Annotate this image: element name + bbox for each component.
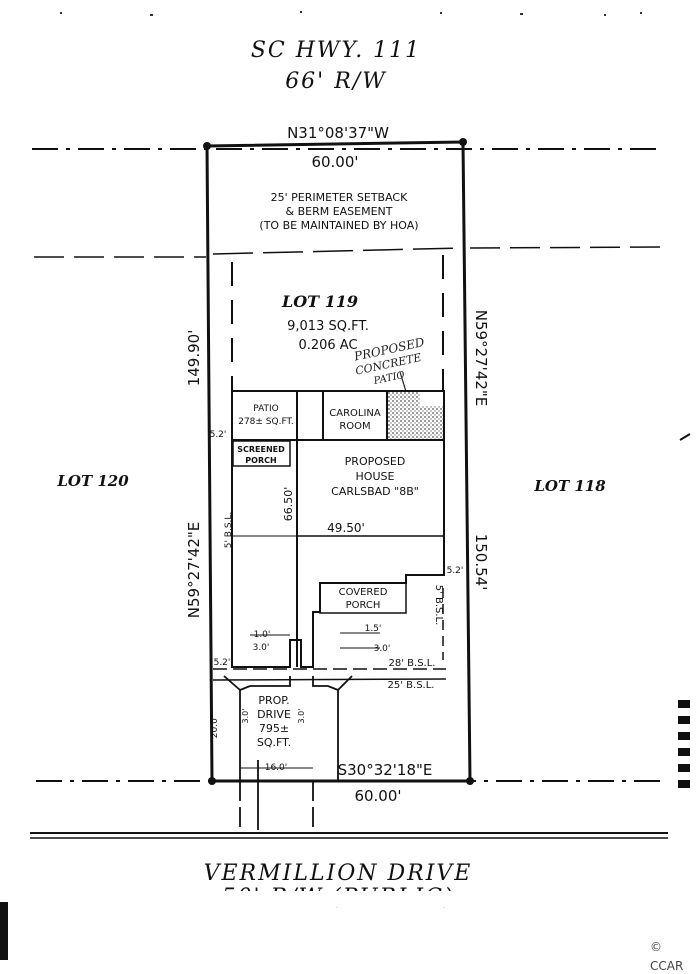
setback-line-25 (469, 246, 667, 249)
offset-3-label: 1.5' (365, 624, 382, 634)
front-offset: 20.0' (210, 716, 220, 739)
bsl-25-line (212, 678, 447, 681)
scan-speckles (60, 11, 642, 16)
scan-border (0, 902, 8, 960)
bsl-28-label: 28' B.S.L. (389, 658, 436, 669)
dimension-right: 150.54' (472, 534, 490, 591)
house-depth: 66.50' (282, 487, 295, 522)
lot-118-label: LOT 118 (533, 477, 606, 495)
drive-side-2: 3.0' (297, 709, 306, 724)
drive-line2: DRIVE (257, 708, 291, 721)
carolina-room-line2: ROOM (339, 421, 370, 432)
lot-sqft: 9,013 SQ.FT. (287, 319, 369, 334)
screened-porch-line2: PORCH (245, 456, 276, 465)
house-line2: HOUSE (356, 470, 395, 483)
drive-line4: SQ.FT. (257, 736, 291, 749)
corner-pin (459, 138, 467, 146)
setback-line-25 (212, 247, 463, 255)
house-width: 49.50' (327, 521, 365, 535)
patio-area: 278± SQ.FT. (238, 417, 294, 427)
house-footprint (231, 390, 445, 668)
patio-label: PATIO (253, 404, 279, 414)
drive-side-1: 3.0' (241, 709, 250, 724)
bearing-right: N59°27'42"E (472, 310, 490, 406)
setback-left-lower: 5.2' (214, 658, 231, 668)
corner-pin (203, 142, 211, 150)
bsl-left: 5' B.S.L. (224, 512, 234, 549)
handwritten-note: PROPOSED CONCRETE PATIO (352, 335, 426, 387)
lot-120-label: LOT 120 (56, 472, 129, 490)
concrete-patio-notch (420, 392, 443, 406)
dimension-left: 149.90' (185, 330, 203, 387)
bearing-top: N31°08'37"W (287, 124, 389, 142)
easement-line-1: 25' PERIMETER SETBACK (271, 191, 408, 204)
bsl-25-label: 25' B.S.L. (388, 680, 435, 691)
bearing-left: N59°27'42"E (185, 522, 203, 618)
covered-porch-line2: PORCH (346, 600, 381, 611)
top-road-row: 66' R/W (285, 69, 387, 94)
lot-name: LOT 119 (281, 292, 358, 311)
bearing-bottom: S30°32'18"E (338, 761, 433, 779)
watermark: © CCAR (650, 936, 694, 973)
watermark-text: © CCAR (650, 940, 684, 973)
bottom-road-name: VERMILLION DRIVE (204, 861, 473, 886)
page-cutoff (180, 891, 510, 907)
bsl-right: 5' B.S.L. (433, 585, 444, 626)
top-road-name: SC HWY. 111 (251, 38, 421, 63)
dimension-bottom: 60.00' (354, 787, 401, 805)
edge-mark (679, 433, 691, 441)
screened-porch-line1: SCREENED (237, 445, 285, 454)
lot-acres: 0.206 AC (298, 338, 357, 353)
offset-1-label: 1.0' (254, 630, 271, 640)
drive-width: 16.0' (265, 763, 288, 773)
dimension-top: 60.00' (311, 153, 358, 171)
covered-porch-line1: COVERED (339, 587, 388, 598)
scan-edge-marks (678, 700, 692, 798)
carolina-room-line1: CAROLINA (329, 408, 381, 419)
setback-left-upper: 5.2' (210, 430, 227, 440)
easement-line-2: & BERM EASEMENT (286, 205, 393, 218)
driveway (223, 675, 353, 830)
offset-2-label: 3.0' (253, 643, 270, 653)
drive-line3: 795± (259, 722, 289, 735)
drive-line1: PROP. (258, 694, 289, 707)
house-line3: CARLSBAD "8B" (331, 485, 419, 498)
house-line1: PROPOSED (345, 455, 406, 468)
offset-4-label: 3.0' (374, 644, 391, 654)
setback-right: 5.2' (447, 566, 464, 576)
easement-line-3: (TO BE MAINTAINED BY HOA) (259, 219, 418, 232)
